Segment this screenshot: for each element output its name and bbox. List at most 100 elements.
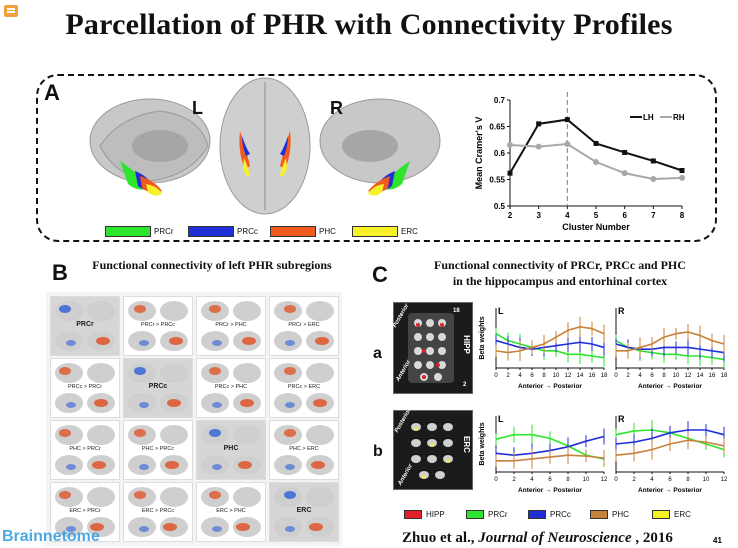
connectivity-contrast-label: PRCr > ERC bbox=[288, 322, 320, 328]
x-tick-label: 8 bbox=[566, 477, 570, 483]
x-tick-label: 2 bbox=[508, 211, 513, 220]
x-tick-label: 0 bbox=[614, 477, 618, 483]
citation: Zhuo et al., Journal of Neuroscience , 2… bbox=[402, 530, 673, 547]
panel-c-letter: C bbox=[372, 262, 388, 287]
x-tick-label: 10 bbox=[553, 373, 560, 379]
x-tick-label: 4 bbox=[650, 477, 654, 483]
brain-surface-thumbnails bbox=[128, 487, 188, 537]
point-lh bbox=[564, 117, 570, 123]
x-tick-label: 12 bbox=[685, 373, 692, 379]
point-rh bbox=[650, 175, 657, 182]
brain-surface-thumbnails bbox=[201, 487, 261, 537]
x-tick-label: 6 bbox=[530, 373, 534, 379]
x-tick-label: 5 bbox=[594, 211, 599, 220]
x-tick-label: 14 bbox=[697, 373, 704, 379]
brain-surface-thumbnails bbox=[201, 363, 261, 413]
series-line-phc bbox=[615, 439, 725, 456]
erc-label: ERC bbox=[461, 436, 471, 453]
connectivity-contrast-label: PHC > PRCr bbox=[69, 446, 101, 452]
connectivity-contrast-label: PHC > PRCc bbox=[141, 446, 175, 452]
series-line-phc bbox=[496, 454, 605, 462]
y-tick-label: 0.7 bbox=[494, 96, 506, 105]
connectivity-contrast-label: ERC bbox=[296, 507, 312, 514]
x-tick-label: 4 bbox=[638, 373, 642, 379]
brain-surface-thumbnails bbox=[128, 363, 188, 413]
citation-author: Zhuo et al., bbox=[402, 530, 475, 546]
connectivity-map-cell: PHC > PRCc bbox=[123, 420, 193, 480]
x-tick-label: 0 bbox=[614, 373, 618, 379]
legend-swatch-hipp bbox=[404, 510, 422, 519]
connectivity-contrast-label: PRCc > PRCr bbox=[67, 384, 103, 390]
series-line-prcc bbox=[615, 343, 725, 354]
x-tick-label: 14 bbox=[577, 373, 584, 379]
legend-swatch-phc bbox=[590, 510, 608, 519]
connectivity-map-cell: PHC bbox=[196, 420, 266, 480]
legend-label-phc: PHC bbox=[319, 227, 336, 236]
legend-label-phc: PHC bbox=[612, 510, 629, 519]
point-lh bbox=[593, 140, 599, 146]
y-axis-label: Beta weights bbox=[479, 316, 486, 359]
x-tick-label: 4 bbox=[565, 211, 570, 220]
slice-top-number: 18 bbox=[453, 308, 460, 314]
connectivity-map-cell: PRCc > ERC bbox=[269, 358, 339, 418]
legend-swatch-erc bbox=[652, 510, 670, 519]
point-rh bbox=[593, 159, 599, 166]
legend-label-hipp: HIPP bbox=[426, 510, 445, 519]
hemisphere-label: R bbox=[618, 306, 625, 316]
legend-swatch-erc bbox=[352, 226, 398, 237]
point-lh bbox=[622, 149, 628, 155]
row-a-label: a bbox=[373, 345, 382, 362]
hemisphere-right-label: R bbox=[330, 98, 343, 118]
connectivity-contrast-label: PRCr bbox=[76, 321, 94, 328]
series-line-prcc bbox=[615, 429, 725, 445]
x-tick-label: 8 bbox=[680, 211, 685, 220]
brain-surface-thumbnails bbox=[55, 363, 115, 413]
x-tick-label: 18 bbox=[601, 373, 608, 379]
connectivity-contrast-label: PHC bbox=[223, 445, 239, 452]
point-rh bbox=[679, 174, 685, 181]
brain-surface-thumbnails bbox=[128, 425, 188, 475]
connectivity-map-cell: PHC > ERC bbox=[269, 420, 339, 480]
erc-mri-slices bbox=[393, 410, 473, 490]
y-tick-label: 0.6 bbox=[494, 149, 506, 158]
x-axis-label: Cluster Number bbox=[562, 222, 630, 232]
x-tick-label: 2 bbox=[632, 477, 636, 483]
x-tick-label: 16 bbox=[589, 373, 596, 379]
x-tick-label: 16 bbox=[709, 373, 716, 379]
legend-label-prcr: PRCr bbox=[154, 227, 174, 236]
connectivity-map-cell: PRCr > ERC bbox=[269, 296, 339, 356]
panel-a-frame bbox=[36, 74, 717, 242]
panel-c-heading-line1: Functional connectivity of PRCr, PRCc an… bbox=[434, 258, 686, 272]
legend-swatch-prcc bbox=[528, 510, 546, 519]
point-rh bbox=[564, 140, 571, 147]
connectivity-map-cell: ERC > PRCc bbox=[123, 482, 193, 542]
connectivity-contrast-label: PRCr > PHC bbox=[215, 322, 247, 328]
connectivity-contrast-label: PHC > ERC bbox=[289, 446, 319, 452]
legend-swatch-prcr bbox=[105, 226, 151, 237]
connectivity-map-cell: PRCr bbox=[50, 296, 120, 356]
x-tick-label: 10 bbox=[703, 477, 710, 483]
y-tick-label: 0.5 bbox=[494, 202, 506, 211]
panel-b-letter: B bbox=[52, 260, 68, 285]
y-axis-label: Beta weights bbox=[479, 422, 486, 465]
hemisphere-label: L bbox=[498, 306, 504, 316]
menu-icon[interactable] bbox=[4, 5, 18, 17]
connectivity-map-cell: PRCc > PRCr bbox=[50, 358, 120, 418]
legend-label-prcc: PRCc bbox=[550, 510, 571, 519]
page-title: Parcellation of PHR with Connectivity Pr… bbox=[65, 8, 673, 41]
legend-label-erc: ERC bbox=[401, 227, 418, 236]
panel-a-letter: A bbox=[44, 80, 60, 105]
brain-surface-thumbnails bbox=[55, 301, 115, 351]
legend-swatch-phc bbox=[270, 226, 316, 237]
hipp-slice-grid bbox=[408, 313, 454, 383]
brain-right-medial bbox=[319, 98, 441, 196]
y-tick-label: 0.55 bbox=[489, 176, 505, 185]
brainnetome-logo: Brainnetome bbox=[2, 528, 100, 545]
legend-label-rh: RH bbox=[673, 113, 685, 122]
point-rh bbox=[507, 142, 513, 149]
x-tick-label: 0 bbox=[494, 477, 498, 483]
x-tick-label: 6 bbox=[650, 373, 654, 379]
page-number: 41 bbox=[713, 536, 722, 545]
